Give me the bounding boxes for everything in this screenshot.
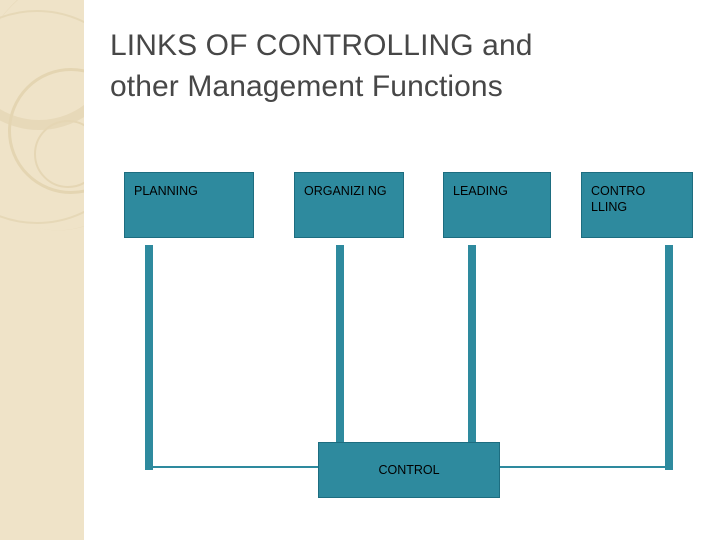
diagram-box-leading: LEADING [443,172,551,238]
diagram-box-label: LEADING [453,184,508,198]
diagram-box-label: PLANNING [134,184,198,198]
diagram-box-organizing: ORGANIZI NG [294,172,404,238]
connector-controlling [665,245,673,470]
title-line-1: LINKS OF CONTROLLING and [110,29,533,62]
decorative-circle-icon [0,10,84,224]
diagram-box-planning: PLANNING [124,172,254,238]
decorative-circle-icon [34,120,84,188]
connector-bottom-left [145,466,325,468]
decorative-left-band [0,0,84,540]
connector-leading [468,245,476,470]
connector-bottom-right [495,466,673,468]
title-line-2: other Management Functions [110,69,503,103]
connector-planning [145,245,153,470]
diagram-box-label: ORGANIZI NG [304,184,387,198]
diagram-box-label: CONTRO LLING [591,184,646,214]
connector-organizing [336,245,344,442]
diagram-box-label: CONTROL [378,463,440,477]
diagram-box-control: CONTROL [318,442,500,498]
page-title: LINKS OF CONTROLLING and other Managemen… [110,26,700,108]
diagram-box-controlling: CONTRO LLING [581,172,693,238]
